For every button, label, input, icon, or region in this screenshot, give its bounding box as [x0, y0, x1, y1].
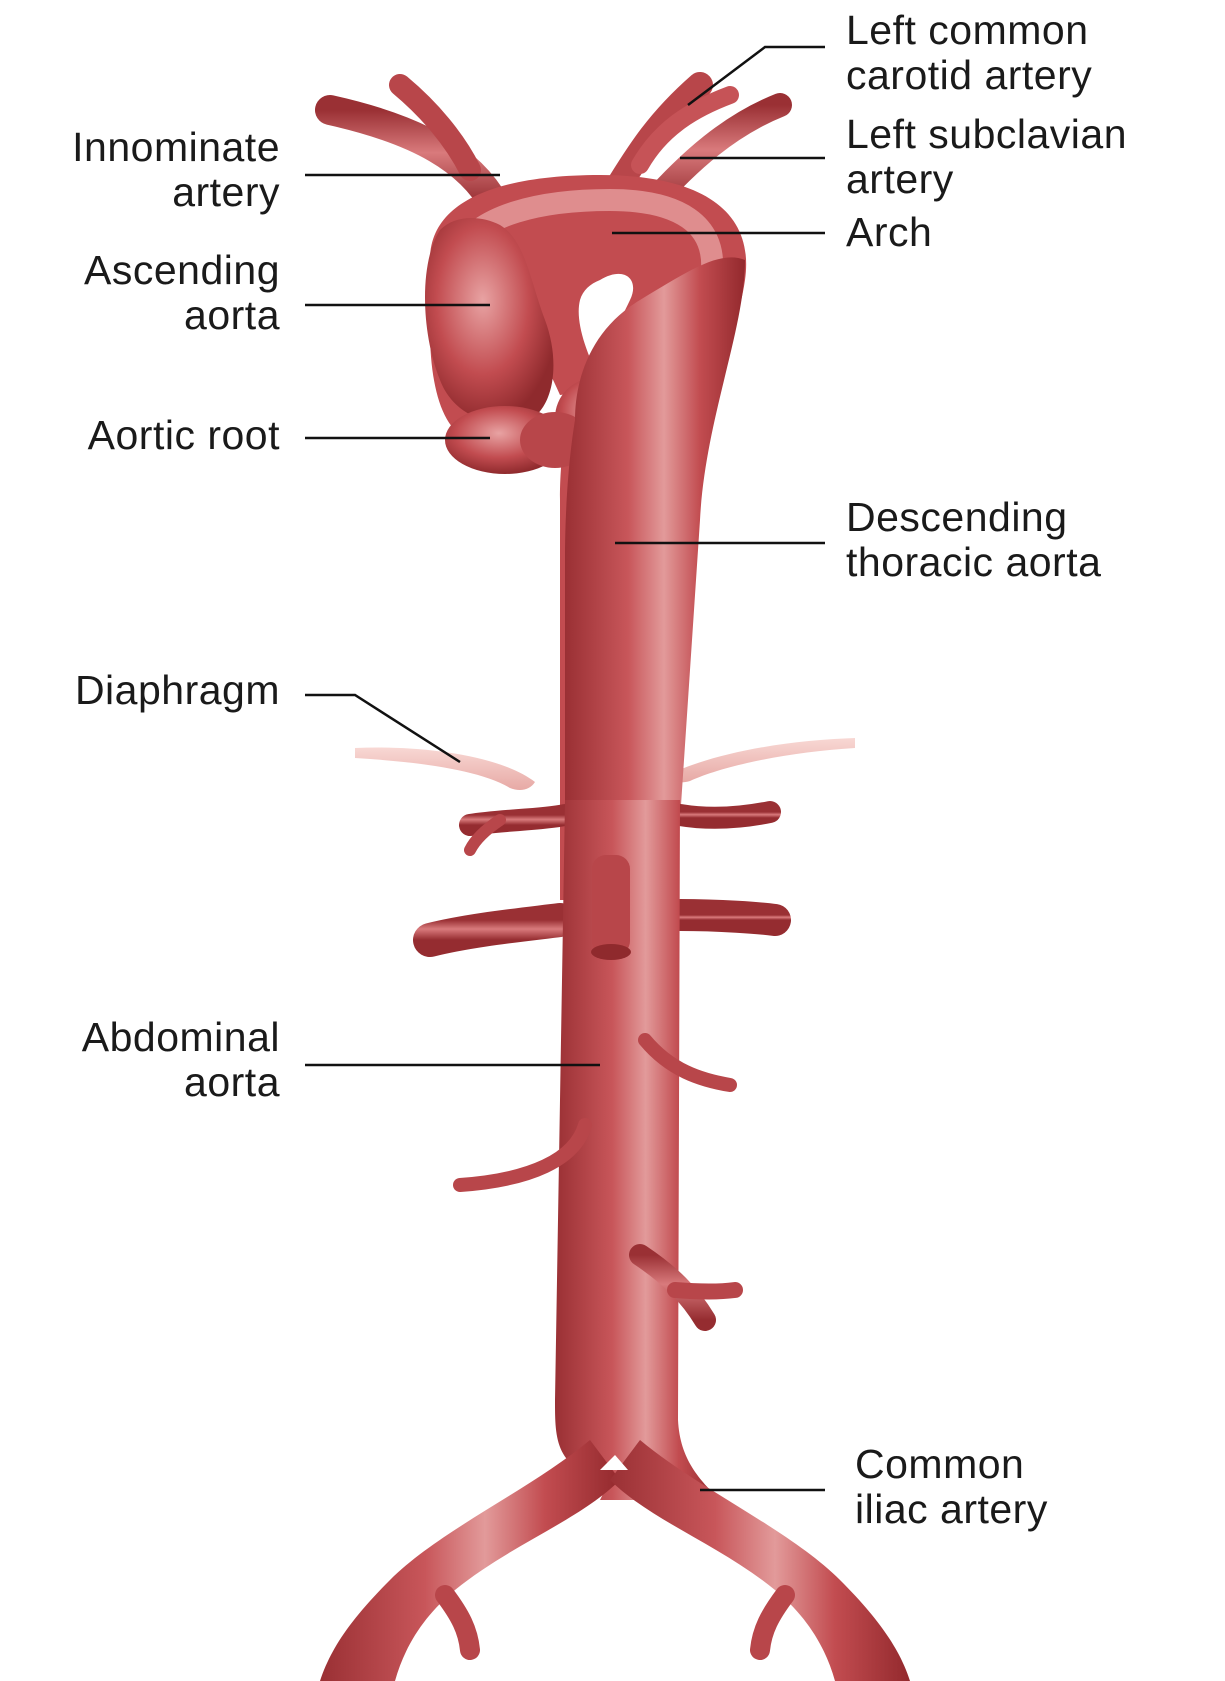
- label-line: Left subclavian: [846, 112, 1127, 157]
- label-innominate-artery: Innominate artery: [72, 125, 280, 215]
- label-line: Descending: [846, 495, 1101, 540]
- label-line: artery: [72, 170, 280, 215]
- label-diaphragm: Diaphragm: [75, 668, 280, 713]
- label-line: carotid artery: [846, 53, 1092, 98]
- innominate-artery-shape: [330, 85, 495, 205]
- label-line: artery: [846, 157, 1127, 202]
- label-abdominal-aorta: Abdominal aorta: [82, 1015, 280, 1105]
- label-common-iliac-artery: Common iliac artery: [855, 1442, 1048, 1532]
- label-line: Arch: [846, 210, 932, 255]
- label-line: Innominate: [72, 125, 280, 170]
- label-left-common-carotid-artery: Left common carotid artery: [846, 8, 1092, 98]
- label-line: Abdominal: [82, 1015, 280, 1060]
- label-line: aorta: [82, 1060, 280, 1105]
- superior-mesenteric-artery-shape: [591, 855, 631, 960]
- label-ascending-aorta: Ascending aorta: [84, 248, 280, 338]
- label-line: Common: [855, 1442, 1048, 1487]
- label-line: aorta: [84, 293, 280, 338]
- label-line: Diaphragm: [75, 668, 280, 713]
- label-line: thoracic aorta: [846, 540, 1101, 585]
- label-descending-thoracic-aorta: Descending thoracic aorta: [846, 495, 1101, 585]
- common-iliac-arteries-shape: [320, 1440, 910, 1681]
- label-arch: Arch: [846, 210, 932, 255]
- label-line: Aortic root: [88, 413, 280, 458]
- label-aortic-root: Aortic root: [88, 413, 280, 458]
- label-left-subclavian-artery: Left subclavian artery: [846, 112, 1127, 202]
- label-line: iliac artery: [855, 1487, 1048, 1532]
- label-line: Left common: [846, 8, 1092, 53]
- label-line: Ascending: [84, 248, 280, 293]
